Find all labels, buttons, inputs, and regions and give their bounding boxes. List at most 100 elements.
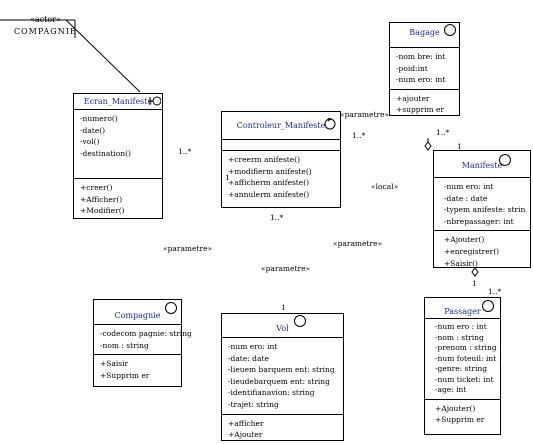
class-name-text: Bagage (409, 28, 440, 37)
class-name: Ecran_Manifeste (74, 94, 162, 110)
attributes-section: -codecom pagnie: string -nom : string (94, 325, 192, 354)
class-name-text: Controleur_Manifeste (236, 121, 326, 130)
class-name: Manifeste (434, 151, 530, 178)
attribute: -date() (80, 125, 106, 135)
class-manifeste[interactable]: Manifeste -num ero: int -date : date -ty… (433, 150, 531, 268)
actor-stereotype: «actor» (30, 15, 61, 24)
operations-section: +afficher +Ajouter (222, 413, 343, 444)
class-name: Vol (222, 314, 343, 338)
entity-icon (165, 302, 177, 314)
operations-section: +creer() +Afficher() +Modifier() (74, 178, 162, 220)
class-name: Passager (425, 298, 500, 319)
stereotype-label: «local» (371, 182, 399, 191)
attribute: -lieuem barquem ent: string (228, 365, 335, 375)
attribute: -num ero: int (228, 342, 278, 351)
class-bagage[interactable]: Bagage -nom bre: int -poid:int -num ero:… (389, 22, 460, 116)
attribute: -date: date (228, 353, 269, 363)
class-name: Compagnie (94, 300, 181, 325)
operation: +afficherm anifeste() (228, 178, 310, 188)
operation: +Ajouter() (444, 235, 485, 245)
attribute: -vol() (80, 137, 100, 147)
operation: +Modifier() (80, 206, 125, 216)
operation: +afficher (228, 418, 264, 428)
class-name-text: Compagnie (114, 311, 161, 320)
operation: +modifierm anifeste() (228, 166, 312, 176)
attribute: -num ticket: int (435, 374, 494, 384)
stereotype-label: «parametre» (340, 110, 390, 119)
entity-icon (499, 154, 511, 166)
multiplicity-label: 1 (225, 173, 230, 182)
operation: +Supprim er (435, 415, 485, 425)
multiplicity-label: 1 (472, 279, 477, 288)
attribute: -identifianavion: string (228, 388, 315, 398)
attribute: -nbrepassager: int (444, 216, 514, 226)
attribute: -num ero: int (444, 182, 494, 191)
attribute: -destination() (80, 148, 131, 158)
multiplicity-label: 1..* (436, 128, 450, 137)
operations-section: +ajouter +supprim er (390, 88, 459, 119)
operation: +Ajouter (228, 430, 263, 440)
actor-name: COMPAGNIE (14, 27, 77, 36)
multiplicity-label: 1..* (352, 131, 366, 140)
attribute: -nom bre: int (396, 52, 446, 61)
class-compagnie[interactable]: Compagnie -codecom pagnie: string -nom :… (93, 299, 192, 387)
operations-section: +Ajouter() +Supprim er (425, 398, 500, 429)
operation: +enregistrer() (444, 246, 500, 256)
class-name-text: Ecran_Manifeste (83, 97, 153, 106)
control-icon (324, 114, 336, 130)
operation: +Saisir (100, 359, 129, 369)
attribute: -typem anifeste: strin (444, 205, 526, 215)
operation: +annulerm anifeste() (228, 189, 310, 199)
attribute: -date : date (444, 193, 488, 203)
operation: +Supprim er (100, 370, 150, 380)
multiplicity-label: 1..* (178, 147, 192, 156)
entity-icon (294, 315, 306, 327)
attribute: -age: int (435, 385, 467, 394)
attribute: -trajet: string (228, 399, 279, 409)
attribute: -num ero: int (396, 75, 446, 85)
operation: +Saisir() (444, 258, 478, 268)
operations-section: +creerm anifeste() +modifierm anifeste()… (222, 150, 340, 203)
attributes-section: -numero() -date() -vol() -destination() (74, 110, 162, 162)
attribute: -num ero : int (435, 322, 487, 331)
attributes-section: -nom bre: int -poid:int -num ero: int (390, 48, 459, 89)
operations-section: +Saisir +Supprim er (94, 354, 181, 384)
attribute: -poid:int (396, 63, 428, 73)
stereotype-label: «parametre» (333, 239, 383, 248)
entity-icon (482, 300, 494, 312)
attribute: -num foteuil: int (435, 353, 497, 363)
attributes-section (222, 140, 340, 150)
class-name: Controleur_Manifeste (222, 112, 340, 140)
attribute: -prenom : string (435, 343, 497, 352)
attributes-section: -num ero: int -date: date -lieuem barque… (222, 338, 343, 414)
attribute: -nom : string (435, 332, 484, 342)
class-name: Bagage (390, 23, 459, 48)
operation: +ajouter (396, 93, 430, 103)
attribute: -nom : string (100, 340, 149, 350)
stereotype-label: «parametre» (261, 264, 311, 273)
class-name-text: Passager (444, 307, 481, 316)
class-passager[interactable]: Passager -num ero : int -nom : string -p… (424, 297, 501, 435)
operation: +Ajouter() (435, 403, 476, 413)
operation: +creer() (80, 183, 113, 192)
class-ecran-manifeste[interactable]: Ecran_Manifeste -numero() -date() -vol()… (73, 93, 163, 219)
class-name-text: Manifeste (461, 161, 503, 170)
multiplicity-label: 1 (457, 142, 462, 151)
attribute: -numero() (80, 114, 118, 123)
multiplicity-label: 1..* (488, 287, 502, 296)
operation: +supprim er (396, 105, 445, 115)
class-vol[interactable]: Vol -num ero: int -date: date -lieuem ba… (221, 313, 344, 441)
boundary-icon (149, 95, 162, 107)
multiplicity-label: 1..* (270, 213, 284, 222)
class-name-text: Vol (276, 324, 289, 333)
attribute: -lieudebarquem ent: string (228, 376, 330, 386)
attributes-section: -num ero: int -date : date -typem anifes… (434, 178, 530, 230)
attribute: -codecom pagnie: string (100, 329, 192, 338)
operations-section: +Ajouter() +enregistrer() +Saisir() (434, 230, 530, 272)
operation: +creerm anifeste() (228, 155, 301, 164)
stereotype-label: «parametre» (163, 244, 213, 253)
attribute: -genre: string (435, 364, 488, 373)
class-controleur-manifeste[interactable]: Controleur_Manifeste +creerm anifeste() … (221, 111, 341, 208)
operation: +Afficher() (80, 194, 123, 204)
